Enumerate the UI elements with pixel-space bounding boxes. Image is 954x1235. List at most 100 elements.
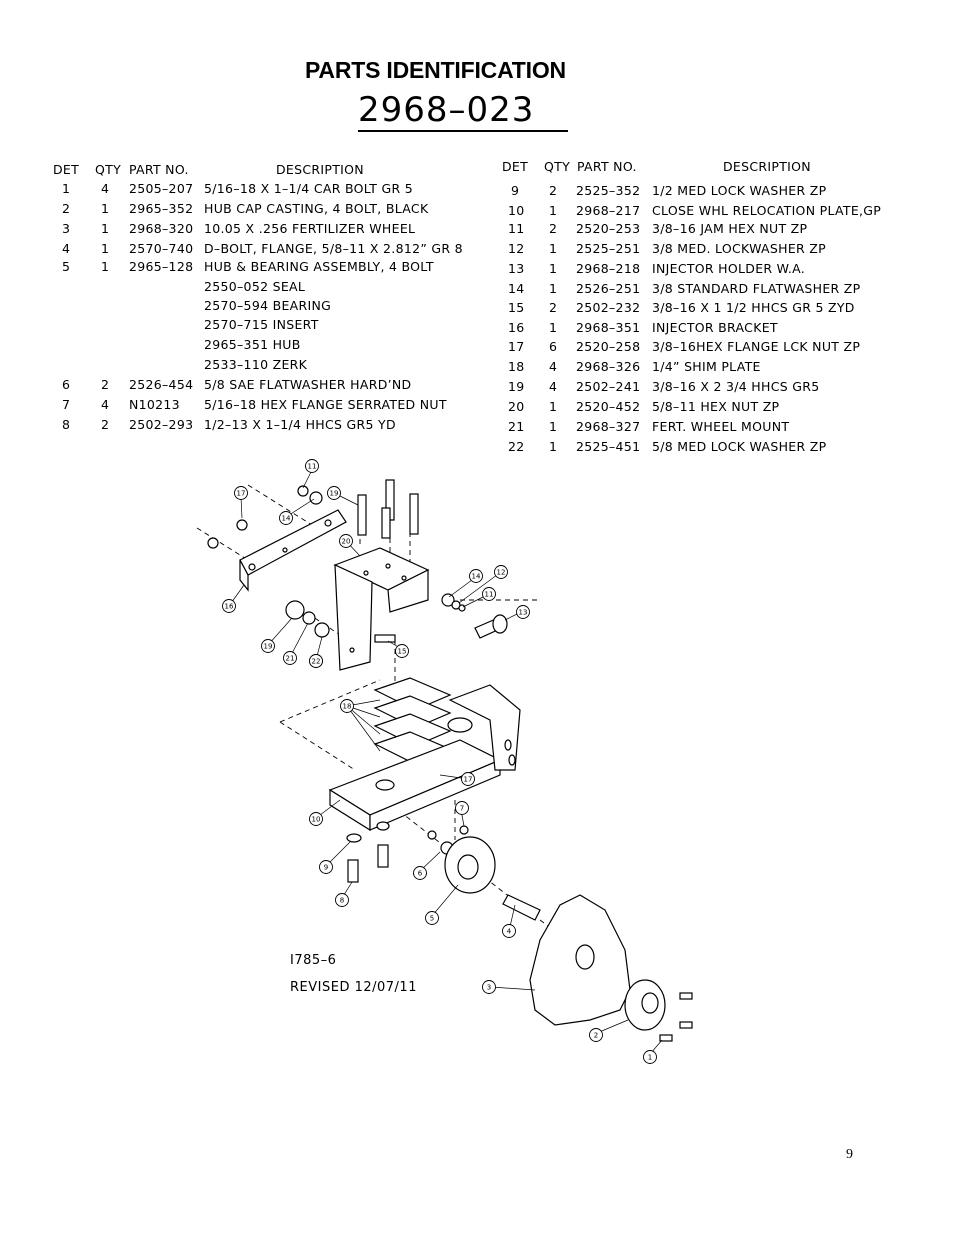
description-cell: 3/8 MED. LOCKWASHER ZP xyxy=(652,241,827,256)
qty-cell: 1 xyxy=(549,419,558,434)
callout-number: 11 xyxy=(308,463,317,471)
callout-number: 10 xyxy=(312,816,321,824)
callout-bubble xyxy=(482,980,496,994)
part-no-cell: 2502–232 xyxy=(576,300,641,315)
description-cell: 5/8 MED LOCK WASHER ZP xyxy=(652,439,827,454)
callout-bubble xyxy=(222,599,236,613)
description-cell: 5/8 SAE FLATWASHER HARD’ND xyxy=(204,377,412,392)
callout-bubble xyxy=(589,1028,603,1042)
qty-cell: 1 xyxy=(101,259,110,274)
callout-number: 1 xyxy=(648,1054,652,1062)
description-cell: FERT. WHEEL MOUNT xyxy=(652,419,790,434)
qty-cell: 4 xyxy=(101,397,110,412)
header-det: DET xyxy=(53,162,80,177)
header-description: DESCRIPTION xyxy=(723,159,811,174)
qty-cell: 1 xyxy=(549,399,558,414)
qty-cell: 1 xyxy=(101,201,110,216)
callout-number: 6 xyxy=(418,870,423,878)
qty-cell: 6 xyxy=(549,339,558,354)
det-cell: 9 xyxy=(511,183,520,198)
callout-bubble xyxy=(309,654,323,668)
callout-number: 22 xyxy=(312,658,321,666)
part-no-cell: 2525–451 xyxy=(576,439,641,454)
header-description: DESCRIPTION xyxy=(276,162,364,177)
part-no-cell: 2505–207 xyxy=(129,181,194,196)
callout-bubble xyxy=(494,565,508,579)
callout-number: 15 xyxy=(398,648,407,656)
part-no-cell: 2968–217 xyxy=(576,203,641,218)
callout-bubble xyxy=(643,1050,657,1064)
description-cell: 3/8–16 X 1 1/2 HHCS GR 5 ZYD xyxy=(652,300,855,315)
qty-cell: 1 xyxy=(549,203,558,218)
callout-number: 7 xyxy=(460,805,464,813)
det-cell: 11 xyxy=(508,221,525,236)
qty-cell: 2 xyxy=(549,183,558,198)
description-cell: 5/16–18 X 1–1/4 CAR BOLT GR 5 xyxy=(204,181,414,196)
callout-number: 19 xyxy=(264,643,273,651)
callout-bubble xyxy=(461,772,475,786)
header-qty: QTY xyxy=(95,162,122,177)
callout-bubble xyxy=(482,587,496,601)
part-no-cell: 2525–251 xyxy=(576,241,641,256)
callout-number: 3 xyxy=(487,984,491,992)
callout-bubble xyxy=(335,893,349,907)
det-cell: 8 xyxy=(62,417,71,432)
det-cell: 2 xyxy=(62,201,71,216)
det-cell: 21 xyxy=(508,419,525,434)
det-cell: 18 xyxy=(508,359,525,374)
part-no-cell: 2968–218 xyxy=(576,261,641,276)
callout-bubble xyxy=(261,639,275,653)
det-cell: 14 xyxy=(508,281,525,296)
part-no-cell: 2520–452 xyxy=(576,399,641,414)
callout-bubble xyxy=(339,534,353,548)
callout-number: 19 xyxy=(330,490,339,498)
description-cell: D–BOLT, FLANGE, 5/8–11 X 2.812” GR 8 xyxy=(204,241,463,256)
part-no-cell: 2526–454 xyxy=(129,377,194,392)
description-cell: HUB CAP CASTING, 4 BOLT, BLACK xyxy=(204,201,429,216)
qty-cell: 4 xyxy=(101,181,110,196)
callout-number: 18 xyxy=(343,703,352,711)
description-cell: 2550–052 SEAL xyxy=(204,279,306,294)
description-cell: 3/8–16 X 2 3/4 HHCS GR5 xyxy=(652,379,820,394)
part-no-cell: 2965–128 xyxy=(129,259,194,274)
callout-number: 17 xyxy=(464,776,473,784)
det-cell: 10 xyxy=(508,203,525,218)
callout-number: 5 xyxy=(430,915,434,923)
description-cell: 1/2 MED LOCK WASHER ZP xyxy=(652,183,827,198)
det-cell: 17 xyxy=(508,339,525,354)
qty-cell: 2 xyxy=(549,300,558,315)
description-cell: 1/2–13 X 1–1/4 HHCS GR5 YD xyxy=(204,417,396,432)
callout-number: 14 xyxy=(282,515,291,523)
part-no-cell: 2570–740 xyxy=(129,241,194,256)
callout-number: 11 xyxy=(485,591,494,599)
callout-number: 12 xyxy=(497,569,506,577)
callout-bubble xyxy=(413,866,427,880)
callout-bubble xyxy=(234,486,248,500)
revision-date: REVISED 12/07/11 xyxy=(290,980,417,995)
description-cell: 3/8 STANDARD FLATWASHER ZP xyxy=(652,281,861,296)
callout-bubble xyxy=(469,569,483,583)
part-no-cell: 2965–352 xyxy=(129,201,194,216)
callout-number: 9 xyxy=(324,864,328,872)
description-cell: INJECTOR HOLDER W.A. xyxy=(652,261,806,276)
qty-cell: 1 xyxy=(549,241,558,256)
det-cell: 4 xyxy=(62,241,71,256)
description-cell: HUB & BEARING ASSEMBLY, 4 BOLT xyxy=(204,259,434,274)
callout-number: 14 xyxy=(472,573,481,581)
qty-cell: 1 xyxy=(549,261,558,276)
assembly-part-number: 2968–023 xyxy=(358,90,568,132)
description-cell: 3/8–16HEX FLANGE LCK NUT ZP xyxy=(652,339,861,354)
qty-cell: 1 xyxy=(101,221,110,236)
callout-bubble xyxy=(455,801,469,815)
header-det: DET xyxy=(502,159,529,174)
callout-bubble xyxy=(502,924,516,938)
callout-number: 2 xyxy=(594,1032,598,1040)
description-cell: 10.05 X .256 FERTILIZER WHEEL xyxy=(204,221,416,236)
part-no-cell: 2968–320 xyxy=(129,221,194,236)
page-title: PARTS IDENTIFICATION xyxy=(305,57,566,83)
qty-cell: 4 xyxy=(549,379,558,394)
qty-cell: 1 xyxy=(549,281,558,296)
description-cell: 1/4” SHIM PLATE xyxy=(652,359,761,374)
